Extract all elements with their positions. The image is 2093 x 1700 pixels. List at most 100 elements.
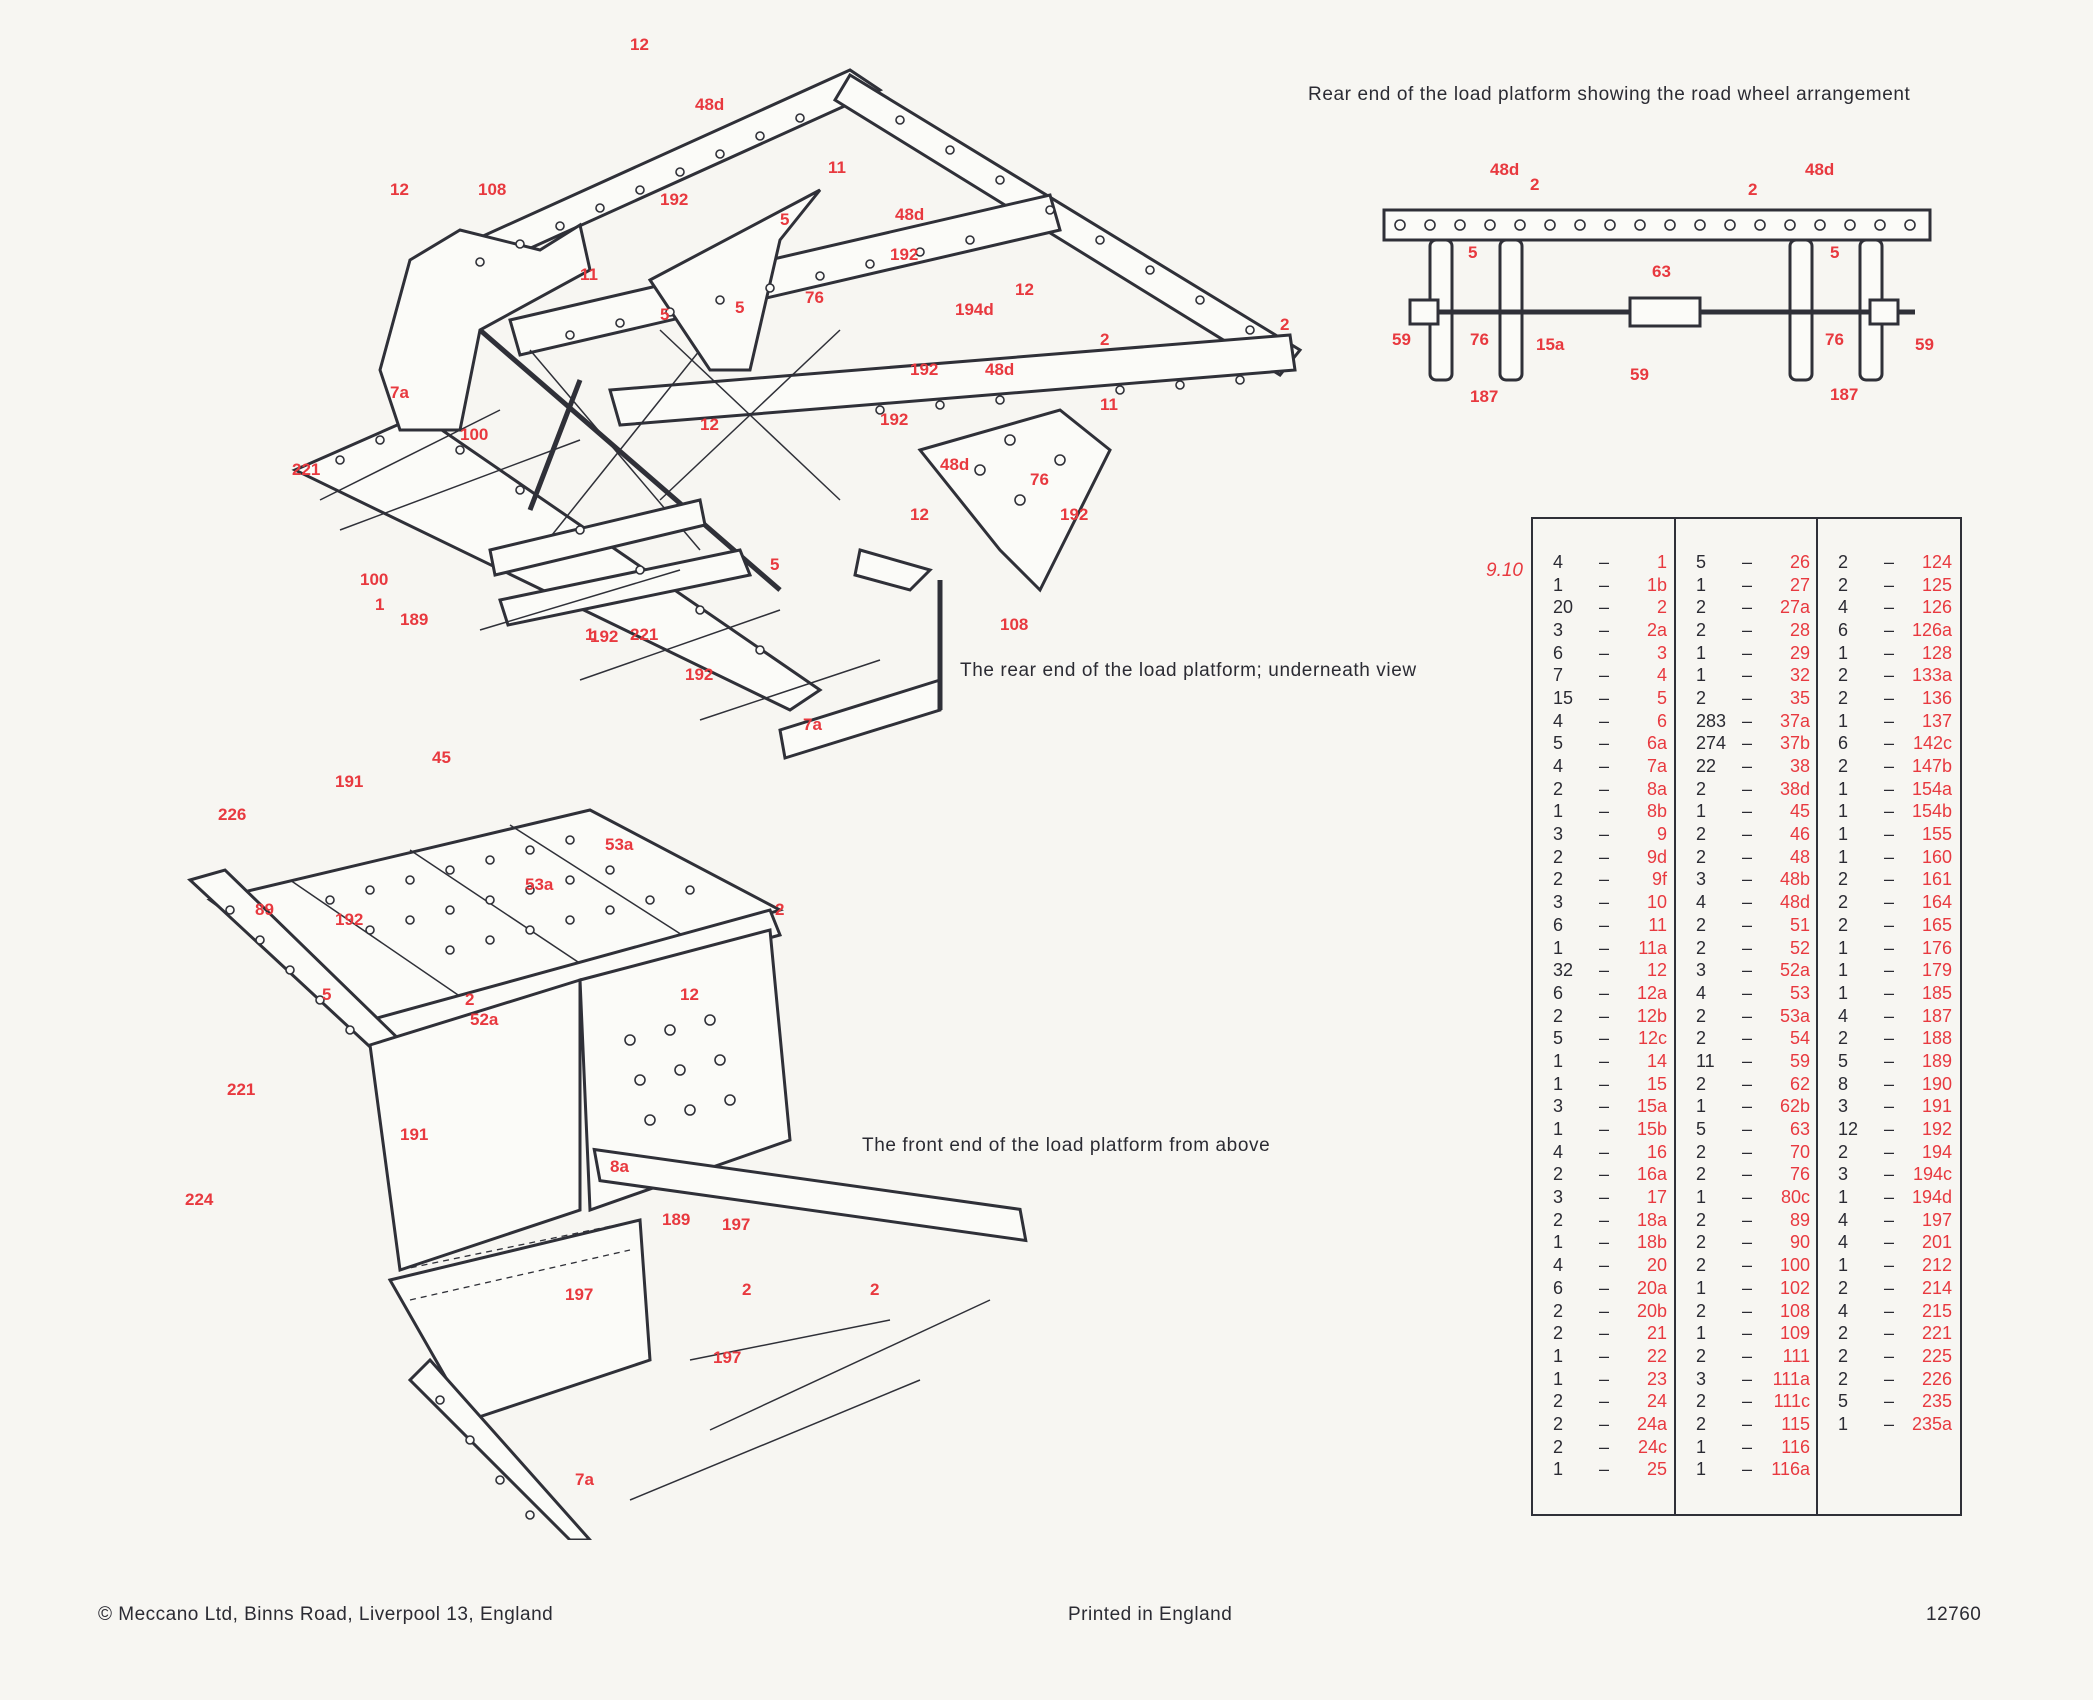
part-number: 12a bbox=[1636, 982, 1667, 1003]
part-number: 109 bbox=[1779, 1323, 1810, 1344]
row-dash: – bbox=[1883, 937, 1894, 958]
part-callout-label: 2 bbox=[775, 900, 784, 919]
footer-code: 12760 bbox=[1926, 1604, 1982, 1625]
parts-row: 3–52a bbox=[1676, 959, 1816, 982]
parts-row: 22–38 bbox=[1676, 755, 1816, 778]
part-callout-label: 5 bbox=[735, 298, 744, 317]
row-dash: – bbox=[1741, 1096, 1752, 1117]
parts-row: 6–142c bbox=[1818, 733, 1960, 756]
row-dash: – bbox=[1741, 914, 1752, 935]
part-quantity: 2 bbox=[1553, 1391, 1564, 1412]
parts-row: 3–2a bbox=[1533, 619, 1674, 642]
row-dash: – bbox=[1741, 1391, 1752, 1412]
parts-row: 2–214 bbox=[1818, 1277, 1960, 1300]
footer-copyright: © Meccano Ltd, Binns Road, Liverpool 13,… bbox=[98, 1604, 554, 1625]
part-number: 20b bbox=[1636, 1300, 1667, 1321]
part-number: 126 bbox=[1921, 597, 1952, 618]
row-dash: – bbox=[1598, 1277, 1609, 1298]
part-number: 48b bbox=[1779, 869, 1810, 890]
row-dash: – bbox=[1883, 1119, 1894, 1140]
part-number: 176 bbox=[1921, 937, 1952, 958]
part-number: 17 bbox=[1646, 1187, 1667, 1208]
part-number: 20a bbox=[1636, 1277, 1667, 1298]
part-quantity: 1 bbox=[1553, 801, 1564, 822]
part-callout-label: 53a bbox=[605, 835, 634, 854]
parts-row: 3–48b bbox=[1676, 869, 1816, 892]
parts-row: 2–111 bbox=[1676, 1345, 1816, 1368]
part-number: 62 bbox=[1789, 1073, 1810, 1094]
row-dash: – bbox=[1741, 687, 1752, 708]
part-number: 154b bbox=[1911, 801, 1952, 822]
part-number: 51 bbox=[1789, 914, 1810, 935]
part-number: 6a bbox=[1646, 733, 1667, 754]
part-quantity: 3 bbox=[1553, 619, 1564, 640]
part-callout-label: 48d bbox=[695, 95, 724, 114]
part-callout-label: 59 bbox=[1630, 365, 1649, 384]
part-quantity: 12 bbox=[1838, 1119, 1859, 1140]
parts-row: 3–111a bbox=[1676, 1368, 1816, 1391]
part-number: 15a bbox=[1636, 1096, 1667, 1117]
parts-row: 1–176 bbox=[1818, 937, 1960, 960]
caption-rear-underneath: The rear end of the load platform; under… bbox=[960, 660, 1417, 681]
part-number: 27 bbox=[1789, 574, 1810, 595]
part-number: 76 bbox=[1789, 1164, 1810, 1185]
parts-row: 1–160 bbox=[1818, 846, 1960, 869]
parts-row: 3–191 bbox=[1818, 1096, 1960, 1119]
part-number: 155 bbox=[1921, 824, 1952, 845]
part-callout-label: 192 bbox=[1060, 505, 1088, 524]
part-quantity: 1 bbox=[1838, 1255, 1849, 1276]
row-dash: – bbox=[1741, 1073, 1752, 1094]
footer-printed: Printed in England bbox=[1068, 1604, 1233, 1625]
row-dash: – bbox=[1883, 1255, 1894, 1276]
part-callout-label: 48d bbox=[1805, 160, 1834, 179]
part-callout-label: 48d bbox=[985, 360, 1014, 379]
row-dash: – bbox=[1598, 710, 1609, 731]
row-dash: – bbox=[1598, 1164, 1609, 1185]
part-quantity: 4 bbox=[1838, 1209, 1849, 1230]
part-quantity: 1 bbox=[1553, 1119, 1564, 1140]
parts-row: 5–189 bbox=[1818, 1050, 1960, 1073]
page-number: 9.10 bbox=[1486, 560, 1523, 581]
part-quantity: 11 bbox=[1696, 1050, 1715, 1071]
part-quantity: 3 bbox=[1838, 1164, 1849, 1185]
part-callout-label: 191 bbox=[335, 772, 363, 791]
part-number: 12b bbox=[1636, 1005, 1667, 1026]
part-quantity: 1 bbox=[1696, 574, 1707, 595]
parts-row: 1–212 bbox=[1818, 1254, 1960, 1277]
parts-row: 6–3 bbox=[1533, 642, 1674, 665]
part-callout-label: 192 bbox=[660, 190, 688, 209]
parts-row: 2–38d bbox=[1676, 778, 1816, 801]
part-quantity: 274 bbox=[1696, 733, 1727, 754]
row-dash: – bbox=[1883, 982, 1894, 1003]
part-quantity: 1 bbox=[1838, 1187, 1849, 1208]
parts-row: 5–6a bbox=[1533, 733, 1674, 756]
part-number: 53a bbox=[1779, 1005, 1810, 1026]
parts-row: 2–125 bbox=[1818, 574, 1960, 597]
parts-row: 4–48d bbox=[1676, 891, 1816, 914]
part-callout-label: 197 bbox=[722, 1215, 750, 1234]
part-number: 12c bbox=[1637, 1028, 1667, 1049]
part-quantity: 3 bbox=[1838, 1096, 1849, 1117]
part-number: 24 bbox=[1646, 1391, 1667, 1412]
parts-row: 1–27 bbox=[1676, 574, 1816, 597]
parts-row: 2–124 bbox=[1818, 551, 1960, 574]
row-dash: – bbox=[1598, 1323, 1609, 1344]
row-dash: – bbox=[1741, 1459, 1752, 1480]
parts-row: 4–201 bbox=[1818, 1232, 1960, 1255]
part-quantity: 2 bbox=[1838, 1345, 1849, 1366]
part-number: 37a bbox=[1779, 710, 1810, 731]
parts-row: 2–226 bbox=[1818, 1368, 1960, 1391]
part-callout-label: 12 bbox=[700, 415, 719, 434]
parts-row: 3–10 bbox=[1533, 891, 1674, 914]
part-number: 189 bbox=[1921, 1050, 1952, 1071]
row-dash: – bbox=[1883, 1391, 1894, 1412]
row-dash: – bbox=[1883, 892, 1894, 913]
part-number: 7a bbox=[1646, 756, 1667, 777]
part-quantity: 4 bbox=[1696, 892, 1707, 913]
part-quantity: 4 bbox=[1553, 756, 1564, 777]
part-number: 108 bbox=[1779, 1300, 1810, 1321]
part-number: 8a bbox=[1646, 778, 1667, 799]
row-dash: – bbox=[1598, 846, 1609, 867]
row-dash: – bbox=[1741, 824, 1752, 845]
